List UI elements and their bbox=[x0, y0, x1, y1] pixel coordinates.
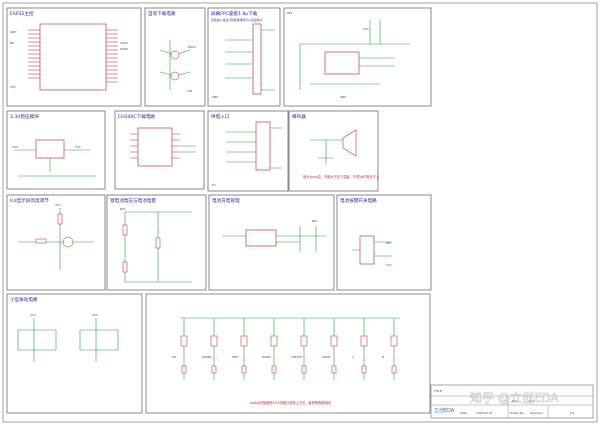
panel-title-mini-vibe: 小型振动电路 bbox=[10, 296, 38, 303]
net-3v3-v2: 3V3 bbox=[92, 313, 98, 317]
net-vbat-mon: BAT bbox=[120, 207, 126, 211]
panel-lcd-fpc: 屏幕FPC座接1.8p下载 该插接pc座设计和屏幕排线可以直接调试 GND bbox=[207, 7, 281, 107]
title-block: TITLE: REV: V1.0 Date: 2022-09-02 Drawn … bbox=[430, 384, 594, 419]
panel-title-ldo: 3.3V稳压模块 bbox=[10, 113, 39, 120]
panel-auto-download: 自动下载电路 BOOT EN bbox=[144, 7, 206, 107]
net-gnd: GND bbox=[10, 30, 16, 34]
panel-title-auto-download: 自动下载电路 bbox=[148, 10, 176, 17]
panel-title-lcd-fpc: 屏幕FPC座接1.8p下载 bbox=[211, 10, 258, 17]
panel-battery-monitor: 锂电池电压与电池电量 BAT bbox=[106, 194, 207, 291]
rev-value: V1.0 bbox=[528, 399, 535, 403]
panel-keys: UP DOWN LEFT RIGHT SELECT START A B select的按键的I… bbox=[145, 293, 431, 414]
panel-charge: 电池充电管理 BAT bbox=[208, 194, 335, 291]
brand-logo: 立创EDA bbox=[434, 407, 455, 414]
key-label: SELECT bbox=[292, 355, 303, 359]
page-value: 1/1 bbox=[570, 411, 575, 415]
net-3v3-esp: 3V3 bbox=[10, 85, 16, 89]
key-switch-left: LEFT bbox=[232, 318, 248, 380]
panel-title-backlight: lcd显示屏亮度调节 bbox=[10, 197, 49, 204]
key-label: LEFT bbox=[232, 355, 239, 359]
net-vcc-sw: VCC bbox=[386, 263, 392, 267]
net-3v3-ic: 3V3 bbox=[363, 27, 369, 31]
net-vbat-charge: BAT bbox=[312, 219, 318, 223]
panel-title-charge: 电池充电管理 bbox=[212, 197, 240, 204]
net-5v: 5V bbox=[212, 183, 216, 187]
buzzer-note: 最大5mm高，不超大于这个高度，不然5d件有点干上 bbox=[303, 174, 380, 179]
panel-ic: P2S 3V3 GND bbox=[283, 7, 432, 107]
key-label: UP bbox=[172, 355, 176, 359]
panel-usb-in: 供电入口 5V bbox=[207, 110, 289, 192]
drawn-label: Drawn By: bbox=[510, 411, 524, 415]
net-txd: TXD0 bbox=[119, 41, 128, 45]
panel-ch340: CH340C下载电路 bbox=[114, 110, 205, 190]
panel-esp32: ESP32主控 GND EN TXD0 RXD0 3V3 bbox=[6, 7, 142, 107]
panel-title-battery-monitor: 锂电池电压与电池电量 bbox=[110, 197, 156, 204]
net-gnd-ic: GND bbox=[340, 95, 346, 99]
panel-title-esp32: ESP32主控 bbox=[10, 10, 34, 17]
title-label: TITLE: bbox=[433, 389, 443, 393]
net-3v3-ldo: 3V3 bbox=[75, 145, 81, 149]
key-label: A bbox=[352, 355, 354, 359]
net-rxd: RXD0 bbox=[120, 47, 128, 51]
key-switch-right: RIGHT bbox=[262, 318, 278, 380]
panel-mini-vibe: 小型振动电路 3V3 3V3 bbox=[6, 293, 143, 414]
date-label: Date: bbox=[460, 411, 468, 415]
key-switch-up: UP bbox=[172, 318, 188, 380]
key-label: START bbox=[322, 355, 331, 359]
watermark: 知乎 @立创EDA bbox=[470, 390, 559, 405]
panel-title-ch340: CH340C下载电路 bbox=[118, 113, 155, 120]
key-label: B bbox=[382, 355, 384, 359]
net-en: EN bbox=[10, 41, 14, 45]
key-switch-start: START bbox=[322, 318, 338, 380]
net-3v3-bl: 3V3 bbox=[55, 203, 61, 207]
panel-buzzer: 蜂鸣器 最大5mm高，不超大于这个高度，不然5d件有点干上 bbox=[288, 110, 380, 192]
panel-power-switch: 电池按键开关电路 BAT VCC bbox=[336, 194, 432, 291]
panel-title-buzzer: 蜂鸣器 bbox=[292, 113, 306, 120]
panel-backlight: lcd显示屏亮度调节 3V3 bbox=[6, 194, 106, 291]
rev-label: REV: bbox=[512, 399, 518, 403]
key-label: DOWN bbox=[202, 355, 211, 359]
key-columns: UP DOWN LEFT RIGHT SELECT START A B bbox=[172, 318, 398, 380]
date-value: 2022-09-02 bbox=[476, 411, 492, 415]
net-boot: BOOT bbox=[188, 45, 196, 49]
key-switch-select: SELECT bbox=[292, 318, 308, 380]
panel-ldo: 3.3V稳压模块 VCC 3V3 bbox=[6, 110, 106, 190]
key-switch-a: A bbox=[352, 318, 368, 380]
panel-title-power-switch: 电池按键开关电路 bbox=[340, 197, 377, 204]
drawn-value: bluelayer bbox=[530, 411, 544, 415]
net-3v3-v1: 3V3 bbox=[30, 313, 36, 317]
key-switch-b: B bbox=[382, 318, 398, 380]
net-vbat-sw: BAT bbox=[386, 241, 392, 245]
key-label: RIGHT bbox=[262, 355, 271, 359]
net-vcc-ldo: VCC bbox=[12, 145, 18, 149]
net-en-2: EN bbox=[188, 89, 192, 93]
panel-title-usb-in: 供电入口 bbox=[211, 113, 230, 120]
net-gnd-fpc: GND bbox=[212, 95, 218, 99]
keys-note: select的按键的IO15内部已经有上下拉，最好别再接电阻 bbox=[250, 400, 332, 405]
fpc-note: 该插接pc座设计和屏幕排线可以直接调试 bbox=[211, 18, 262, 22]
panel-title-ic: P2S bbox=[287, 11, 292, 15]
key-switch-down: DOWN bbox=[202, 318, 218, 380]
